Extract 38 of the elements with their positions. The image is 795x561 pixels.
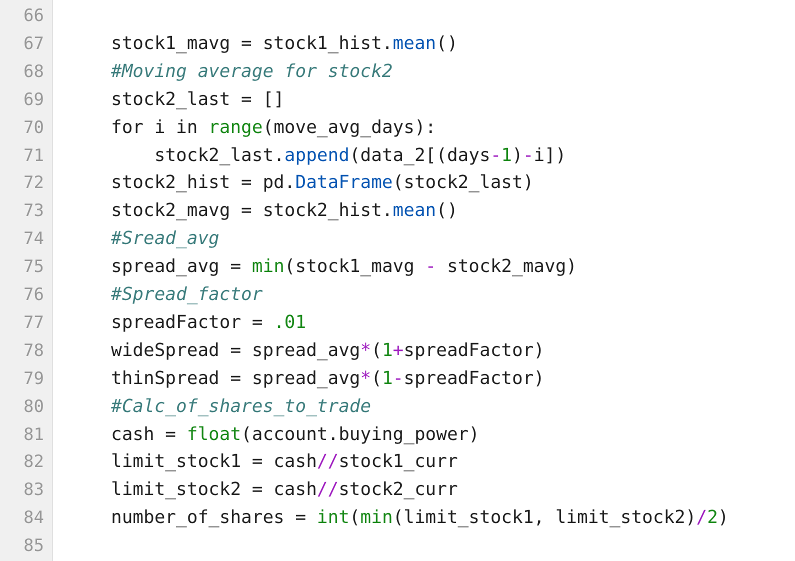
line-number: 74 <box>22 228 44 252</box>
line-number: 72 <box>22 172 44 196</box>
code-line: thinSpread = spread_avg*(1-spreadFactor) <box>111 366 545 391</box>
code-comment: #Sread_avg <box>111 227 220 252</box>
line-number: 69 <box>22 88 44 112</box>
code-line: stock2_hist = pd.DataFrame(stock2_last) <box>111 171 534 196</box>
line-number: 66 <box>22 5 44 28</box>
line-number: 73 <box>22 200 44 224</box>
code-comment: #Moving average for stock2 <box>111 60 393 84</box>
code-comment: #Spread_factor <box>111 283 263 307</box>
line-number: 82 <box>22 451 44 474</box>
code-line: stock2_mavg = stock2_hist.mean() <box>111 199 458 224</box>
line-number: 67 <box>22 32 44 56</box>
code-line: wideSpread = spread_avg*(1+spreadFactor) <box>111 338 545 363</box>
line-number: 77 <box>22 312 44 335</box>
code-line: limit_stock1 = cash//stock1_curr <box>111 450 458 474</box>
code-line: spreadFactor = .01 <box>111 310 306 335</box>
line-number: 68 <box>22 60 44 84</box>
line-number: 76 <box>22 284 44 307</box>
line-number: 85 <box>22 535 44 558</box>
code-line: for i in range(move_avg_days): <box>111 116 436 140</box>
line-number: 70 <box>22 116 44 140</box>
line-number: 80 <box>22 396 44 419</box>
line-number: 81 <box>22 424 44 446</box>
code-line: stock1_mavg = stock1_hist.mean() <box>111 32 458 56</box>
code-line: cash = float(account.buying_power) <box>111 422 480 446</box>
line-number: 79 <box>22 368 44 391</box>
line-number: 75 <box>22 256 44 280</box>
line-number: 71 <box>22 144 44 168</box>
line-number: 78 <box>22 340 44 363</box>
code-comment: #Calc_of_shares_to_trade <box>111 394 372 419</box>
code-line: spread_avg = min(stock1_mavg - stock2_mavg) <box>111 255 578 280</box>
code-line: stock2_last.append(data_2[(days-1)-i]) <box>154 144 566 168</box>
code-line: number_of_shares = int(min(limit_stock1, limit_stock2)/2) <box>111 506 729 530</box>
line-number: 83 <box>22 479 44 502</box>
code-line: limit_stock2 = cash//stock2_curr <box>111 478 458 502</box>
code-line: stock2_last = [] <box>111 88 284 112</box>
line-number: 84 <box>22 507 44 530</box>
